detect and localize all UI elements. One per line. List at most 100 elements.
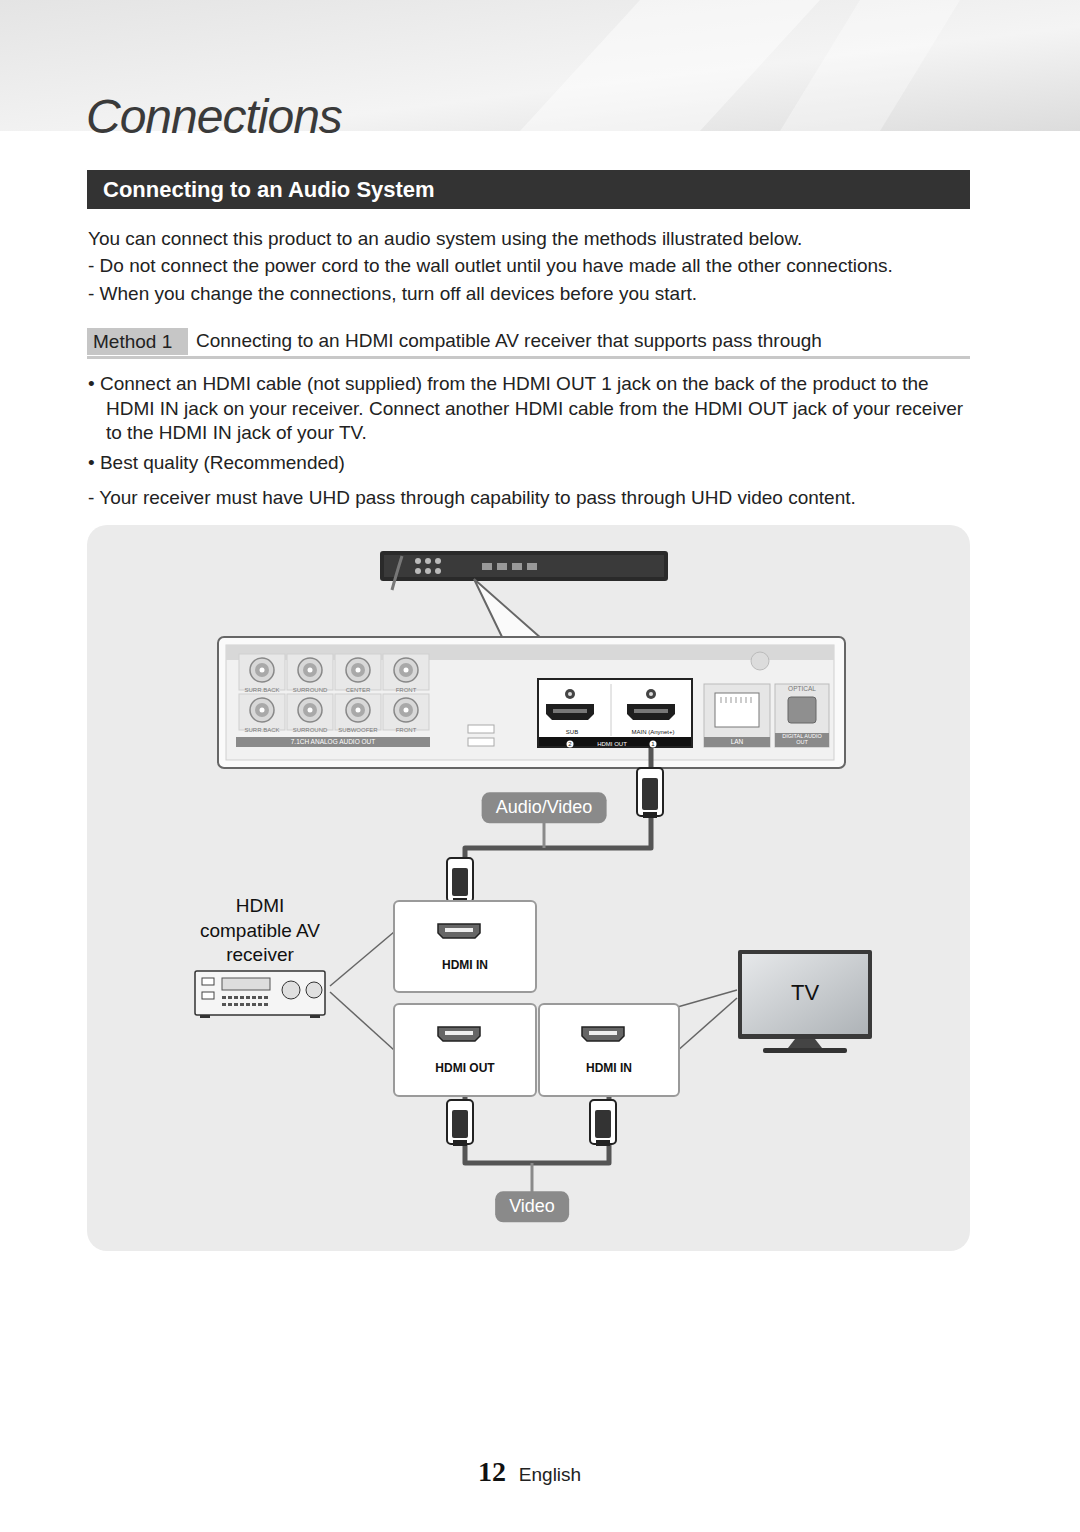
rca-jack [255, 703, 269, 717]
receiver-button [264, 1003, 268, 1006]
screw [568, 692, 572, 696]
hdmi-slot [589, 1031, 617, 1035]
page-title: Connections [86, 86, 342, 148]
hdmi-plug-tip [596, 1140, 610, 1146]
rca-surround [287, 654, 333, 690]
hdmi-port [438, 924, 480, 938]
rca-jack [346, 658, 370, 682]
receiver-knob [306, 982, 322, 998]
zoom-panel-inner [226, 645, 834, 760]
section-heading: Connecting to an Audio System [103, 177, 435, 203]
note-text: - Your receiver must have UHD pass throu… [88, 486, 978, 511]
receiver-button [258, 996, 262, 999]
receiver-button [258, 1003, 262, 1006]
rca-jack [346, 698, 370, 722]
receiver-foot [200, 1015, 210, 1018]
lan-surround [704, 684, 770, 747]
method-underline [87, 356, 970, 359]
tv-stand [788, 1039, 822, 1048]
screw [649, 692, 653, 696]
hdmi-plug-grip [452, 868, 468, 896]
lan-pin [721, 697, 722, 703]
tv-base [763, 1048, 847, 1053]
rca-jack [260, 708, 265, 713]
hdmi-plug [447, 858, 473, 902]
rca-jack [351, 663, 365, 677]
receiver-display [222, 978, 270, 990]
tv-frame [738, 950, 872, 1039]
rca-jack [394, 658, 418, 682]
note-text: - Do not connect the power cord to the w… [88, 254, 978, 279]
receiver-body [195, 971, 325, 1015]
lan-pin [751, 697, 752, 703]
receiver-button [228, 1003, 232, 1006]
hdmi-port [627, 704, 675, 720]
receiver-button [252, 1003, 256, 1006]
rca-jack [399, 663, 413, 677]
lan-pin [736, 697, 737, 703]
rca-jack [351, 703, 365, 717]
port-label: OPTICAL [788, 685, 816, 692]
hdmi-slot [553, 709, 587, 713]
rca-surround [239, 694, 285, 730]
jack-label: SURR.BACK [244, 727, 279, 734]
rca-surround [287, 694, 333, 730]
receiver-switch [202, 978, 214, 985]
rca-jack [308, 708, 313, 713]
hdmi-port-icon [395, 916, 523, 956]
rca-jack [303, 703, 317, 717]
player-port [482, 563, 492, 570]
jack-label: SURR.BACK [244, 687, 279, 694]
rca-surround [335, 654, 381, 690]
port-label: LAN [731, 738, 744, 745]
hdmi-out-jack-group: SUBMAIN (Anynet+)2HDMI OUT1 [537, 678, 693, 748]
intro-text: You can connect this product to an audio… [88, 227, 978, 252]
rca-jack [308, 668, 313, 673]
hdmi-plug [447, 1100, 473, 1144]
hdmi-port [582, 1027, 624, 1041]
rca-surround [239, 654, 285, 690]
device-label: TV [791, 981, 819, 1005]
jack-label: SURROUND [293, 727, 328, 734]
bullet-text: • Connect an HDMI cable (not supplied) f… [88, 372, 972, 446]
hdmi-plug [590, 1100, 616, 1144]
rca-jack [250, 658, 274, 682]
jack-label: SURROUND [293, 687, 328, 694]
jack-label: FRONT [396, 727, 417, 734]
screw [646, 689, 656, 699]
receiver-button [252, 996, 256, 999]
hdmi-plug [637, 768, 663, 816]
player-jack [425, 568, 431, 574]
receiver-switch [202, 992, 214, 999]
player-rear [384, 555, 664, 577]
receiver-button [264, 996, 268, 999]
rca-jack [298, 658, 322, 682]
optical-port [788, 697, 816, 723]
port-name: HDMI IN [540, 1061, 678, 1075]
cable-label: Audio/Video [482, 792, 607, 823]
receiver-foot [310, 1015, 320, 1018]
optical-surround [775, 684, 829, 747]
hdmi-cable [465, 748, 651, 900]
callout-number: 2 [567, 741, 574, 748]
rca-jack [298, 698, 322, 722]
hdmi-plug-tip [453, 1140, 467, 1146]
port-callout-box: HDMI OUT [393, 1003, 537, 1097]
jack-label: CENTER [346, 687, 371, 694]
receiver-button [234, 996, 238, 999]
port-label: DIGITAL AUDIO OUT [777, 734, 827, 746]
rca-jack [255, 663, 269, 677]
lan-band [704, 737, 770, 747]
player-port [497, 563, 507, 570]
receiver-button [222, 1003, 226, 1006]
receiver-button [240, 1003, 244, 1006]
hdmi-plug-tip [643, 812, 657, 818]
rca-jack [303, 663, 317, 677]
player-port [512, 563, 522, 570]
tv-screen [742, 954, 868, 1034]
receiver-knob [282, 981, 300, 999]
small-slot [468, 738, 494, 746]
receiver-button [222, 996, 226, 999]
small-slot [468, 725, 494, 733]
